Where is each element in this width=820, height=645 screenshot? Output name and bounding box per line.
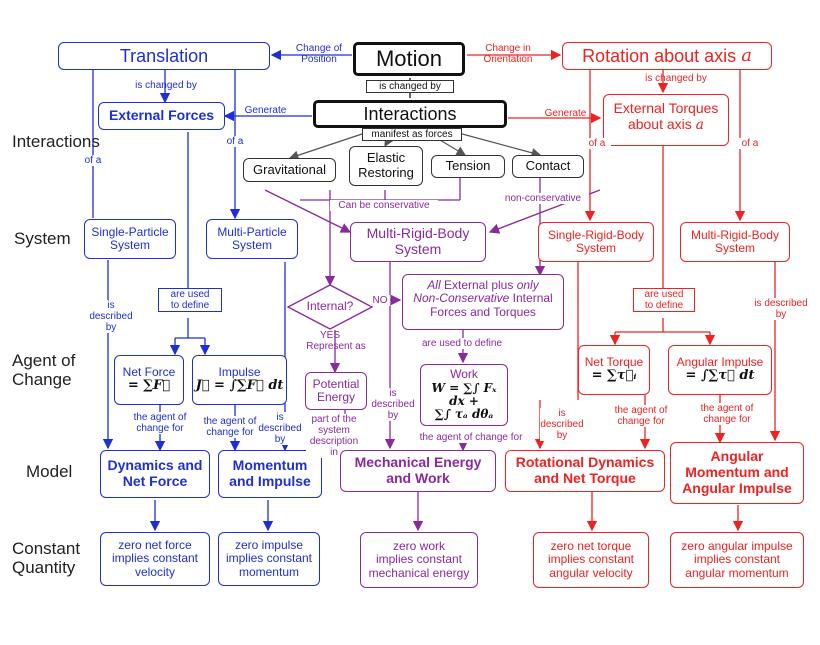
external-torques-axis-symbol: a xyxy=(695,116,705,133)
work-agent-label: the agent of change for xyxy=(412,432,530,443)
impulse-title: Impulse xyxy=(218,365,261,379)
of-a-label-2: of a xyxy=(220,136,250,147)
rotation-label: Rotation about axis xyxy=(582,45,737,66)
row-label-model: Model xyxy=(26,462,73,481)
external-all: All xyxy=(427,278,441,292)
external-nonconservative: Non-Conservative xyxy=(413,291,510,306)
is-changed-by-label: is changed by xyxy=(366,80,454,93)
generate-forces-label: Generate xyxy=(244,105,287,116)
multi-particle-box: Multi-Particle System xyxy=(206,219,298,259)
net-force-title: Net Force xyxy=(122,365,176,379)
multi-described-by: is described by xyxy=(257,412,303,445)
row-label-constant: Constant Quantity xyxy=(12,539,81,577)
work-equation-1: W = ∑∫ Fₓ dx + xyxy=(431,380,497,408)
external-text-3: Forces and Torques xyxy=(430,304,536,319)
impulse-equation: J⃗ = ∫∑F⃗ dt xyxy=(195,378,284,394)
mrb-right-described-by: is described by xyxy=(748,298,814,320)
external-forces-box: External Forces xyxy=(98,102,225,130)
forces-used-to-define: are used to define xyxy=(158,288,222,312)
represent-as-label: Represent as xyxy=(306,341,366,352)
work-title: Work xyxy=(450,367,478,382)
work-equation-2: ∑∫ τₐ dθₐ xyxy=(434,407,494,422)
manifest-as-forces-label: manifest as forces xyxy=(362,128,462,141)
dynamics-model-box: Dynamics and Net Force xyxy=(100,450,210,498)
angular-impulse-equation: = ∫∑τ⃗ dt xyxy=(685,368,755,384)
zero-work-box: zero work implies constant mechanical en… xyxy=(360,532,478,588)
can-be-conservative-label: Can be conservative xyxy=(330,200,438,211)
translation-box: Translation xyxy=(58,42,270,70)
single-rigid-body-box: Single-Rigid-Body System xyxy=(538,222,654,262)
row-label-system: System xyxy=(14,229,71,248)
external-text-1: External plus xyxy=(440,278,517,292)
interactions-box: Interactions xyxy=(313,100,507,128)
single-described-by: is described by xyxy=(86,300,136,333)
torques-used-to-define: are used to define xyxy=(633,288,695,312)
change-orientation-label: Change in Orientation xyxy=(483,43,533,65)
single-particle-box: Single-Particle System xyxy=(84,219,176,259)
of-a-label-1: of a xyxy=(78,155,108,166)
net-force-box: Net Force = ∑F⃗ xyxy=(114,355,184,405)
rotational-dynamics-box: Rotational Dynamics and Net Torque xyxy=(505,450,665,492)
impulse-box: Impulse J⃗ = ∫∑F⃗ dt xyxy=(192,355,287,405)
used-to-define-work: are used to define xyxy=(412,338,512,349)
work-box: Work W = ∑∫ Fₓ dx + ∑∫ τₐ dθₐ xyxy=(420,364,508,426)
zero-net-force-box: zero net force implies constant velocity xyxy=(100,532,210,586)
multi-rigid-body-box: Multi-Rigid-Body System xyxy=(350,222,486,262)
motion-box: Motion xyxy=(353,42,465,76)
mechanical-energy-box: Mechanical Energy and Work xyxy=(340,450,496,492)
change-position-label: Change of Position xyxy=(295,43,343,65)
gravitational-box: Gravitational xyxy=(243,158,336,182)
zero-net-torque-box: zero net torque implies constant angular… xyxy=(533,532,649,588)
external-only: only xyxy=(516,278,539,292)
mrb-described-by: is described by xyxy=(368,388,418,421)
non-conservative-label: non-conservative xyxy=(497,193,589,204)
external-torques-label: External Torques about axis xyxy=(613,100,719,132)
no-label: NO xyxy=(370,295,390,306)
rotation-box: Rotation about axis a xyxy=(562,42,772,70)
multi-rigid-body-box-right: Multi-Rigid-Body System xyxy=(680,222,790,262)
net-torque-equation: = ∑τ⃗ᵢ xyxy=(591,368,637,384)
zero-impulse-box: zero impulse implies constant momentum xyxy=(218,532,320,586)
net-torque-agent-label: the agent of change for xyxy=(606,405,676,427)
impulse-agent-label: the agent of change for xyxy=(198,416,262,438)
momentum-model-box: Momentum and Impulse xyxy=(218,450,322,498)
net-torque-box: Net Torque = ∑τ⃗ᵢ xyxy=(578,345,650,395)
internal-decision-diamond xyxy=(287,284,373,330)
rotation-is-changed-by: is changed by xyxy=(645,73,707,84)
generate-torques-label: Generate xyxy=(544,108,587,119)
yes-label: YES xyxy=(319,330,340,341)
angular-impulse-box: Angular Impulse = ∫∑τ⃗ dt xyxy=(668,345,772,395)
angular-impulse-agent-label: the agent of change for xyxy=(692,403,762,425)
of-a-label-4: of a xyxy=(736,138,764,149)
rotation-axis-symbol: a xyxy=(741,44,752,66)
potential-energy-box: Potential Energy xyxy=(305,372,367,410)
row-label-interactions: Interactions xyxy=(12,132,100,151)
internal-question: Internal? xyxy=(306,299,354,313)
of-a-label-3: of a xyxy=(583,138,611,149)
row-label-agent: Agent of Change xyxy=(12,351,76,389)
contact-box: Contact xyxy=(512,155,584,178)
zero-angular-impulse-box: zero angular impulse implies constant an… xyxy=(670,532,804,588)
angular-momentum-box: Angular Momentum and Angular Impulse xyxy=(670,442,804,504)
tension-box: Tension xyxy=(431,155,505,178)
external-torques-box: External Torques about axis a xyxy=(603,94,729,146)
translation-is-changed-by: is changed by xyxy=(135,80,197,91)
net-force-agent-label: the agent of change for xyxy=(128,412,192,434)
external-plus-box: All External plus only Non-Conservative … xyxy=(402,274,564,330)
net-force-equation: = ∑F⃗ xyxy=(127,378,171,394)
elastic-restoring-box: Elastic Restoring xyxy=(349,146,423,186)
angular-impulse-title: Angular Impulse xyxy=(676,355,764,369)
net-torque-title: Net Torque xyxy=(584,355,644,369)
srb-described-by: is described by xyxy=(540,408,584,441)
external-text-2: Internal xyxy=(509,291,553,306)
